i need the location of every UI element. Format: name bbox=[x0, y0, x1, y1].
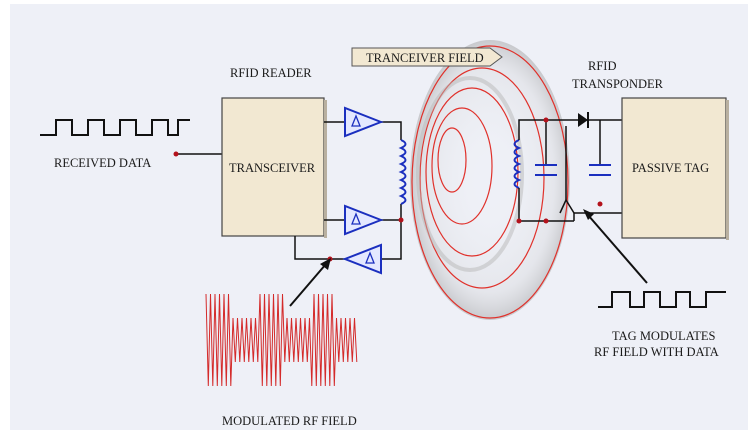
reader-return-wire bbox=[294, 236, 345, 260]
rfid-label: RFID bbox=[588, 59, 616, 73]
diode-icon bbox=[578, 112, 589, 128]
amp-feedback bbox=[381, 220, 402, 260]
transistor-icon bbox=[559, 126, 622, 222]
transceiver-box-shadow bbox=[324, 100, 327, 238]
tag-node-3 bbox=[516, 218, 522, 224]
modulated-rf-waveform bbox=[205, 293, 358, 387]
passive-tag-box-shadow bbox=[726, 100, 729, 240]
reader-coil-icon bbox=[398, 139, 407, 205]
tranceiver-field-banner: TRANCEIVER FIELD bbox=[351, 47, 503, 67]
tag-node-1 bbox=[543, 117, 549, 123]
rfid-reader-label: RFID READER bbox=[230, 66, 312, 80]
tranceiver-field-rings bbox=[410, 40, 570, 320]
received-data-waveform bbox=[40, 119, 190, 136]
modulated-rf-signal bbox=[205, 293, 358, 387]
amp-out-top bbox=[381, 121, 402, 140]
tag-node-2 bbox=[543, 218, 549, 224]
transceiver-label: TRANSCEIVER bbox=[229, 161, 316, 175]
passive-tag-box bbox=[621, 97, 727, 239]
modulated-rf-arrowhead bbox=[320, 258, 331, 270]
received-data-label: RECEIVED DATA bbox=[54, 156, 151, 170]
transceiver-box bbox=[221, 97, 325, 237]
amplifier-top-icon bbox=[344, 106, 384, 138]
amplifier-feedback-icon bbox=[342, 243, 382, 275]
tag-modulates-line1: TAG MODULATES bbox=[612, 329, 716, 343]
passive-tag-label: PASSIVE TAG bbox=[632, 161, 709, 175]
tag-modulates-arrowhead bbox=[583, 209, 594, 220]
tag-data-waveform bbox=[598, 291, 726, 308]
tag-modulates-line2: RF FIELD WITH DATA bbox=[594, 345, 719, 359]
tag-node-4 bbox=[597, 201, 603, 207]
tag-modulates-arrow bbox=[587, 214, 648, 284]
amplifier-bottom-icon bbox=[344, 204, 384, 236]
received-data-node bbox=[173, 151, 179, 157]
transponder-label: TRANSPONDER bbox=[572, 77, 664, 91]
tranceiver-field-label: TRANCEIVER FIELD bbox=[366, 51, 484, 65]
modulated-rf-field-label: MODULATED RF FIELD bbox=[222, 414, 357, 428]
modulated-rf-arrow bbox=[289, 263, 327, 307]
amp-out-bottom bbox=[381, 204, 402, 221]
reader-node bbox=[398, 217, 404, 223]
tag-coil-icon bbox=[513, 139, 522, 189]
